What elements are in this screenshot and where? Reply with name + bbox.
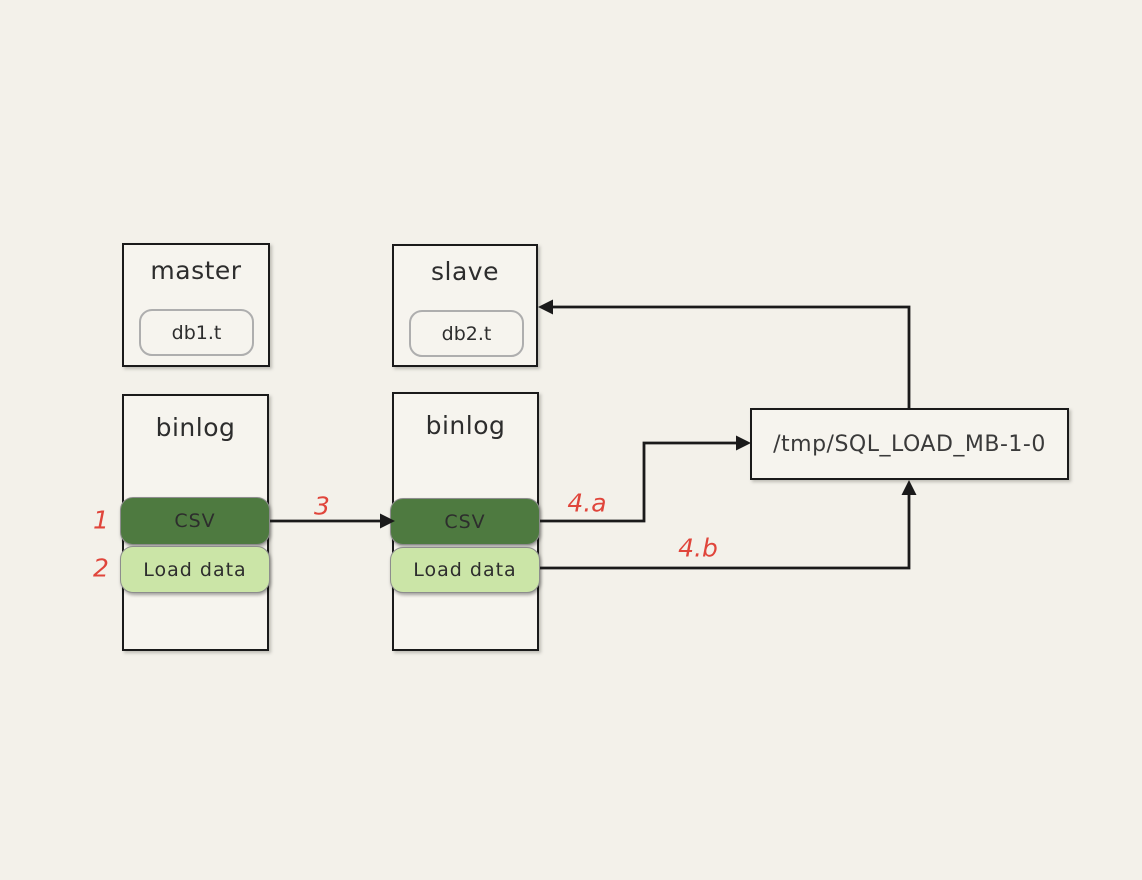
- node-slave[interactable]: slave db2.t: [392, 244, 538, 367]
- arrow-step3-master-csv-to-slave-csv[interactable]: [270, 513, 395, 529]
- node-table-db2[interactable]: db2.t: [409, 310, 524, 357]
- node-master-binlog-title: binlog: [155, 413, 236, 442]
- arrow-step4b-slave-load-to-tmp-file[interactable]: [540, 480, 917, 570]
- node-tmp-file-label: /tmp/SQL_LOAD_MB-1-0: [773, 431, 1046, 457]
- arrow-step4a-slave-csv-to-tmp-file[interactable]: [540, 435, 751, 523]
- event-slave-load-data[interactable]: Load data: [390, 547, 540, 593]
- node-slave-binlog-title: binlog: [425, 411, 506, 440]
- event-master-csv-label: CSV: [174, 510, 216, 532]
- arrow-tmp-file-to-slave[interactable]: [538, 299, 911, 409]
- event-slave-csv-label: CSV: [444, 510, 486, 533]
- annotation-step-4a: 4.a: [567, 488, 607, 518]
- event-slave-csv[interactable]: CSV: [390, 498, 540, 545]
- annotation-step-3: 3: [314, 491, 330, 521]
- event-master-load-data[interactable]: Load data: [120, 546, 270, 593]
- event-slave-load-data-label: Load data: [413, 559, 517, 581]
- node-slave-title: slave: [431, 257, 499, 286]
- annotation-step-4b: 4.b: [678, 533, 718, 563]
- event-master-load-data-label: Load data: [143, 558, 247, 581]
- event-master-csv[interactable]: CSV: [120, 497, 270, 545]
- node-master-title: master: [150, 256, 242, 285]
- annotation-step-1: 1: [93, 505, 109, 535]
- annotation-step-2: 2: [93, 553, 109, 583]
- node-table-db1[interactable]: db1.t: [139, 309, 254, 356]
- node-table-db1-label: db1.t: [171, 321, 222, 344]
- node-master[interactable]: master db1.t: [122, 243, 270, 367]
- node-table-db2-label: db2.t: [441, 322, 492, 345]
- node-tmp-file[interactable]: /tmp/SQL_LOAD_MB-1-0: [750, 408, 1069, 480]
